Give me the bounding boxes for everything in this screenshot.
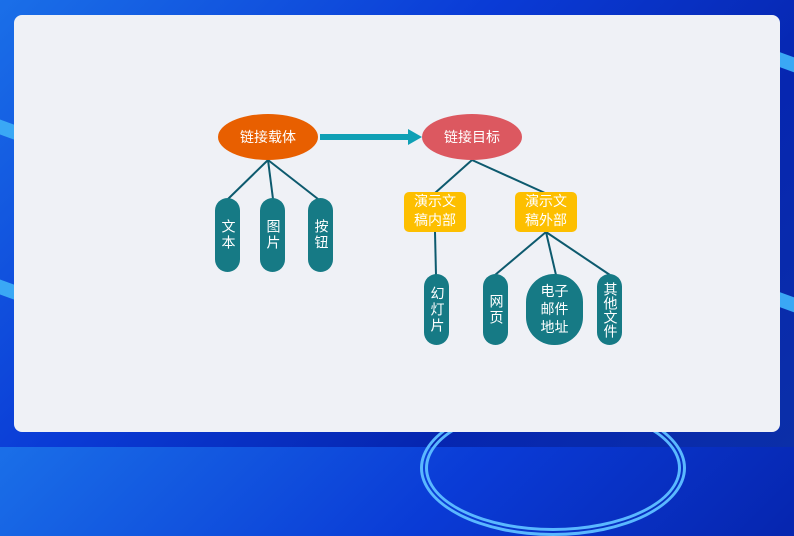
connector — [545, 231, 557, 276]
other-file-node: 其他文件 — [597, 274, 622, 345]
node-label: 按钮 — [312, 219, 329, 251]
email-address-node: 电子邮件地址 — [526, 274, 583, 345]
internal-node: 演示文稿内部 — [404, 192, 466, 232]
node-label: 电子邮件地址 — [540, 283, 569, 336]
connector — [494, 231, 547, 276]
node-label: 图片 — [264, 219, 281, 251]
node-label: 网页 — [487, 293, 504, 326]
connector — [227, 159, 269, 200]
carrier-text-node: 文本 — [215, 198, 240, 272]
slide-node: 幻灯片 — [424, 274, 449, 345]
slide-card — [14, 15, 780, 432]
carrier-button-node: 按钮 — [308, 198, 333, 272]
webpage-node: 网页 — [483, 274, 508, 345]
external-node: 演示文稿外部 — [515, 192, 577, 232]
node-label: 演示文稿外部 — [525, 194, 567, 229]
node-label: 幻灯片 — [428, 285, 445, 334]
arrow-icon — [320, 129, 422, 145]
node-label: 其他文件 — [601, 281, 618, 338]
connector — [471, 159, 546, 194]
connector — [545, 231, 611, 276]
connector-lines — [227, 129, 611, 276]
connector — [434, 159, 473, 194]
link-carrier-node: 链接载体 — [218, 114, 318, 160]
connector — [267, 159, 319, 200]
node-label: 演示文稿内部 — [414, 194, 456, 229]
node-label: 链接载体 — [240, 130, 296, 146]
node-label: 文本 — [219, 219, 236, 251]
connector — [267, 159, 274, 200]
node-label: 链接目标 — [444, 130, 500, 146]
carrier-image-node: 图片 — [260, 198, 285, 272]
link-target-node: 链接目标 — [422, 114, 522, 160]
connector — [434, 231, 437, 276]
